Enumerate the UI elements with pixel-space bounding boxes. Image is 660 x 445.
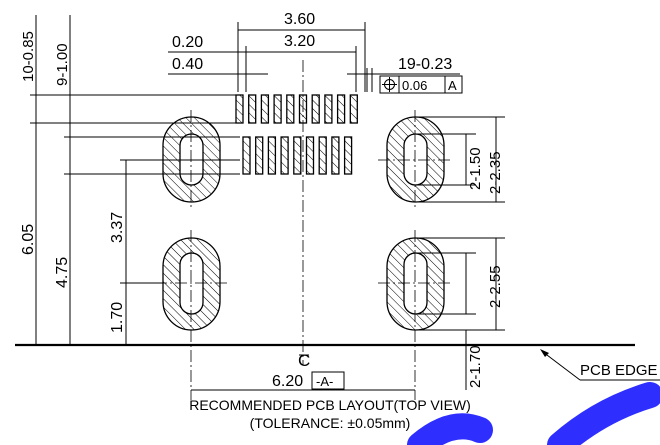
dimension-slot-170: 2-1.70 (465, 330, 484, 390)
pad (260, 94, 270, 124)
watermark-logo (407, 382, 660, 445)
svg-text:0.40: 0.40 (172, 56, 203, 73)
svg-text:3.37: 3.37 (109, 212, 126, 243)
svg-text:3.60: 3.60 (284, 11, 315, 28)
svg-text:2-2.55: 2-2.55 (487, 265, 504, 308)
pad (280, 136, 289, 175)
svg-text:4.75: 4.75 (54, 257, 71, 288)
svg-text:10-0.85: 10-0.85 (20, 31, 37, 82)
pad (286, 94, 295, 124)
pad (293, 136, 302, 175)
pad (298, 94, 308, 124)
pad-row-top (235, 94, 358, 124)
pad (318, 136, 327, 175)
caption-tolerance: (TOLERANCE: ±0.05mm) (250, 415, 411, 431)
dimension-slot-150: 2-1.50 (465, 134, 484, 190)
dimension-left-top-1: 10-0.85 (20, 15, 37, 123)
dimension-pad-gap: 0.20 (168, 34, 246, 53)
svg-text:2-2.35: 2-2.35 (487, 151, 504, 194)
extension-lines-left (30, 94, 240, 284)
pad (349, 94, 358, 124)
dimension-height-475: 4.75 (54, 137, 71, 345)
mounting-slot-bottom-right (378, 230, 452, 400)
svg-text:2-1.70: 2-1.70 (467, 345, 484, 388)
dimension-pitch: 0.40 (168, 56, 268, 75)
dimension-inner-width: 3.20 (245, 33, 357, 92)
svg-text:2-1.50: 2-1.50 (467, 147, 484, 190)
pcb-edge-callout: PCB EDGE (540, 349, 660, 381)
pad-row-bottom (242, 136, 353, 175)
pad (242, 136, 251, 175)
dimension-pad-count: 19-0.23 (347, 56, 460, 92)
pad (273, 94, 282, 124)
pad (336, 94, 346, 124)
svg-text:9-1.00: 9-1.00 (54, 43, 71, 86)
dimension-height-170: 1.70 (109, 283, 127, 345)
svg-text:0.20: 0.20 (172, 34, 203, 51)
pad (235, 94, 244, 124)
svg-text:3.20: 3.20 (284, 33, 315, 50)
svg-text:0.06: 0.06 (402, 78, 427, 93)
pad (255, 136, 264, 175)
svg-text:6.20: 6.20 (272, 373, 303, 390)
position-tolerance-icon (382, 77, 397, 92)
svg-text:1.70: 1.70 (109, 302, 126, 333)
pad (343, 136, 353, 175)
dimension-base-width: 6.20 -A- (191, 371, 415, 391)
centerline-symbol: C (298, 351, 310, 370)
position-tolerance-frame: 0.06 A (379, 75, 463, 94)
dimension-slot-255: 2-2.55 (465, 238, 504, 330)
pad (248, 94, 257, 124)
dimension-overall-width: 3.60 (237, 11, 366, 92)
svg-text:A: A (448, 78, 457, 93)
pad (267, 136, 277, 175)
pad (324, 94, 333, 124)
dimension-slot-235: 2-2.35 (487, 117, 504, 202)
pad (305, 136, 315, 175)
caption-title: RECOMMENDED PCB LAYOUT(TOP VIEW) (189, 397, 471, 413)
datum-a-label: -A- (316, 374, 333, 389)
svg-text:PCB EDGE: PCB EDGE (580, 362, 658, 379)
mounting-slot-top-right (378, 110, 452, 210)
mounting-slot-bottom-left (155, 230, 228, 400)
dimension-height-337: 3.37 (109, 160, 127, 283)
svg-text:6.05: 6.05 (20, 224, 37, 255)
dimension-height-605: 6.05 (20, 123, 37, 345)
svg-text:19-0.23: 19-0.23 (398, 56, 452, 73)
pad (331, 136, 340, 175)
pad (311, 94, 320, 124)
